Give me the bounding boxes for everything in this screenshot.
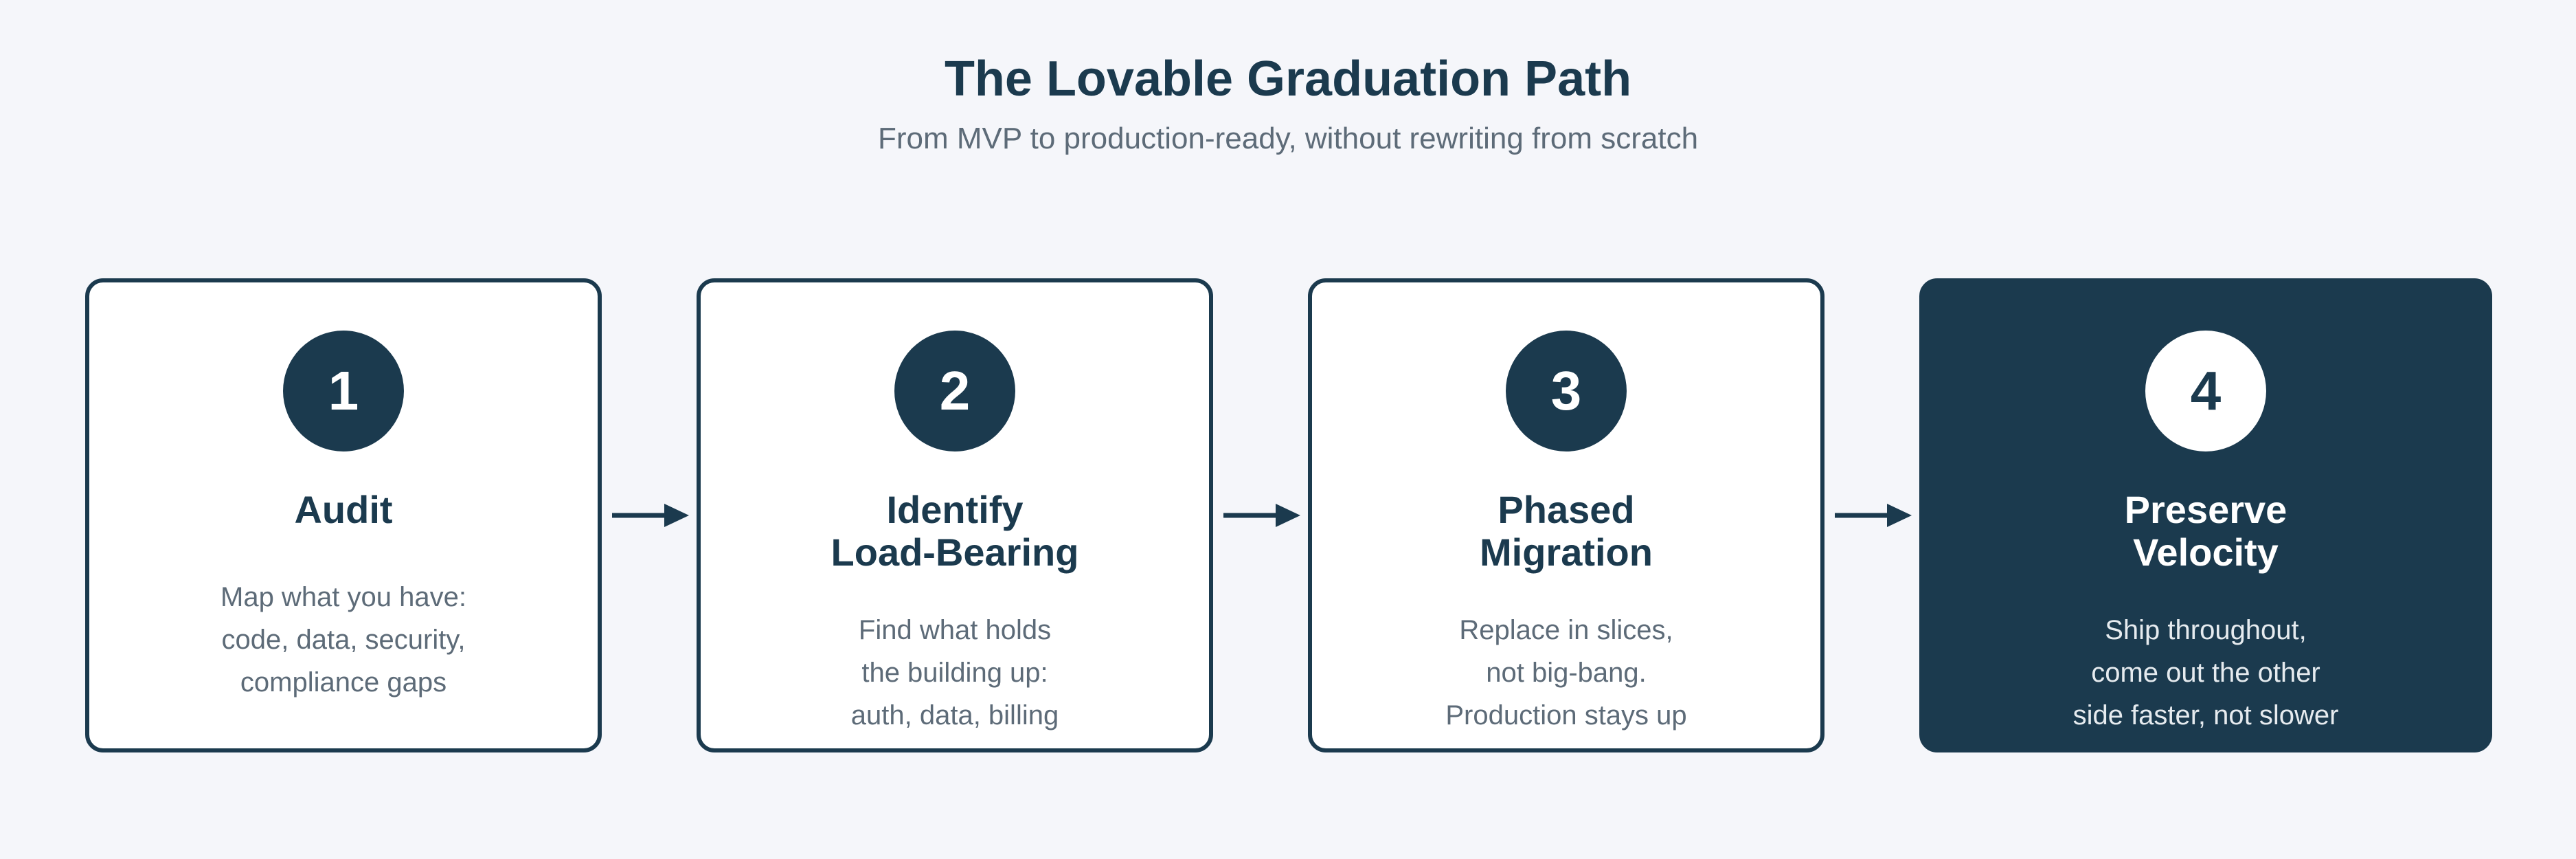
step-card-audit: 1 Audit Map what you have: code, data, s… <box>85 278 602 752</box>
step-number-badge: 4 <box>2145 331 2266 451</box>
step-title: Audit <box>294 488 393 531</box>
step-card-identify-load-bearing: 2 Identify Load-Bearing Find what holds … <box>697 278 1213 752</box>
step-number-badge: 2 <box>894 331 1015 451</box>
arrow-right-icon <box>1835 504 1912 527</box>
step-card-phased-migration: 3 Phased Migration Replace in slices, no… <box>1308 278 1824 752</box>
page-subtitle: From MVP to production-ready, without re… <box>877 122 1699 155</box>
arrow-right-icon <box>612 504 689 527</box>
step-card-preserve-velocity: 4 Preserve Velocity Ship throughout, com… <box>1919 278 2492 752</box>
step-title: Identify Load-Bearing <box>831 488 1079 574</box>
step-number-badge: 3 <box>1506 331 1627 451</box>
step-description: Find what holds the building up: auth, d… <box>850 615 1059 730</box>
step-title: Preserve Velocity <box>2124 488 2287 574</box>
arrow-right-icon <box>1223 504 1300 527</box>
step-description: Map what you have: code, data, security,… <box>221 582 466 698</box>
step-description: Replace in slices, not big-bang. Product… <box>1445 615 1687 730</box>
page-title: The Lovable Graduation Path <box>944 52 1632 107</box>
step-title: Phased Migration <box>1480 488 1653 574</box>
step-description: Ship throughout, come out the other side… <box>2072 615 2339 730</box>
step-number-badge: 1 <box>283 331 404 451</box>
